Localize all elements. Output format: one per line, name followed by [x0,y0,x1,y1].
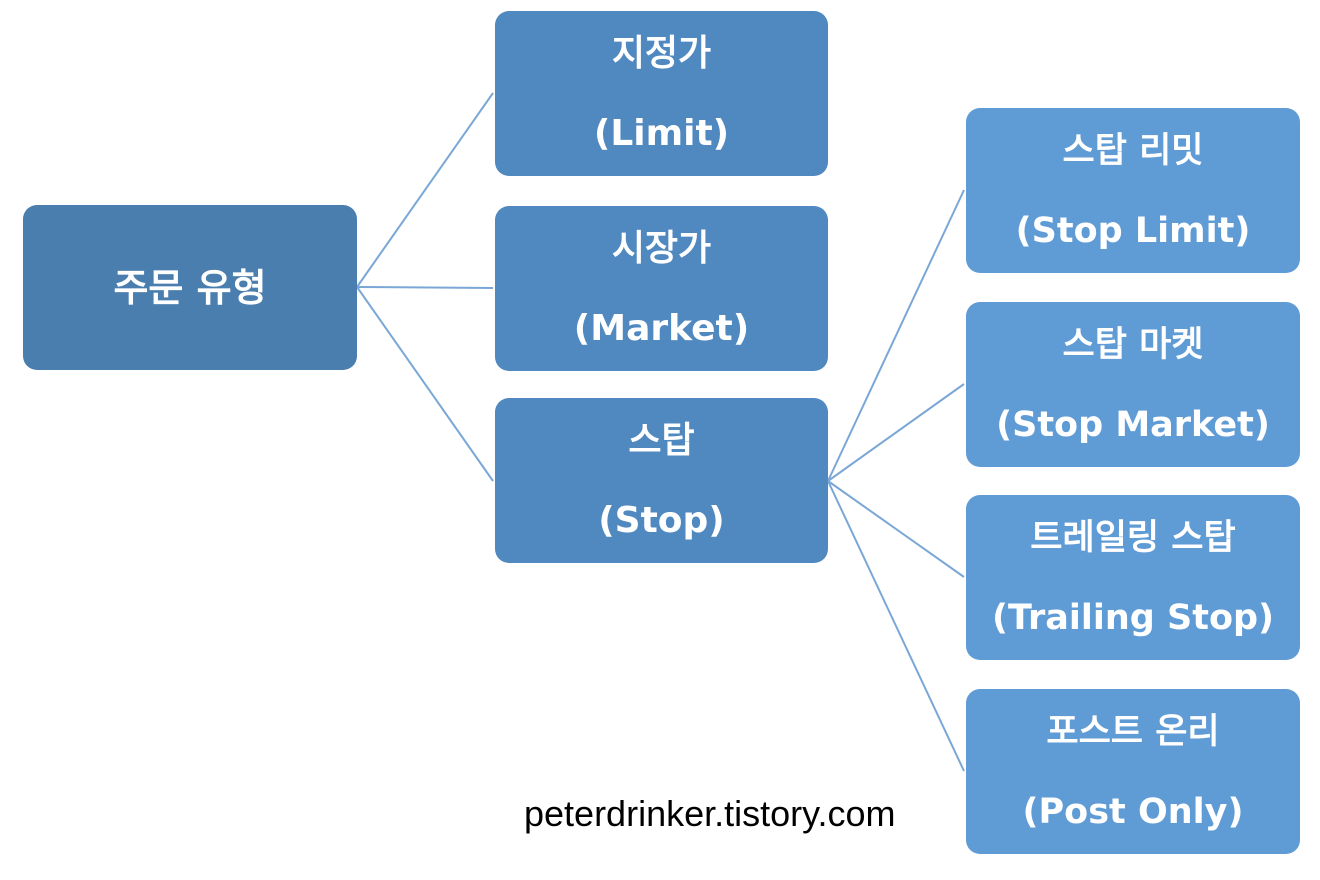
connector-root-limit [356,92,494,288]
node-limit-english: (Limit) [593,112,730,154]
node-stop-english: (Stop) [598,499,725,541]
connector-root-market [356,286,494,289]
connector-stop-stoplimit [827,189,965,482]
connector-stop-postonly [827,480,965,772]
watermark-text: peterdrinker.tistory.com [524,793,896,834]
node-stop-limit: 스탑 리밋 (Stop Limit) [966,108,1300,273]
node-stop-market-english: (Stop Market) [996,404,1270,445]
node-stop-korean: 스탑 [628,419,695,461]
node-trailing-stop-english: (Trailing Stop) [991,597,1275,638]
node-trailing-stop: 트레일링 스탑 (Trailing Stop) [966,495,1300,660]
connector-stop-stopmarket [827,383,965,482]
node-post-only: 포스트 온리 (Post Only) [966,689,1300,854]
node-limit-korean: 지정가 [611,32,712,74]
node-stop-market: 스탑 마켓 (Stop Market) [966,302,1300,467]
node-post-only-korean: 포스트 온리 [1046,711,1220,752]
node-market: 시장가 (Market) [495,206,828,371]
node-post-only-english: (Post Only) [1022,791,1244,832]
node-market-english: (Market) [573,307,750,349]
node-stop-limit-korean: 스탑 리밋 [1062,130,1204,171]
connector-root-stop [356,286,494,482]
node-limit: 지정가 (Limit) [495,11,828,176]
root-node-label: 주문 유형 [113,265,267,310]
node-stop-limit-english: (Stop Limit) [1015,210,1251,251]
node-stop: 스탑 (Stop) [495,398,828,563]
node-trailing-stop-korean: 트레일링 스탑 [1030,517,1236,558]
node-market-korean: 시장가 [611,227,712,269]
connector-stop-trailing [827,480,965,578]
node-stop-market-korean: 스탑 마켓 [1062,324,1204,365]
root-node-order-types: 주문 유형 [23,205,357,370]
